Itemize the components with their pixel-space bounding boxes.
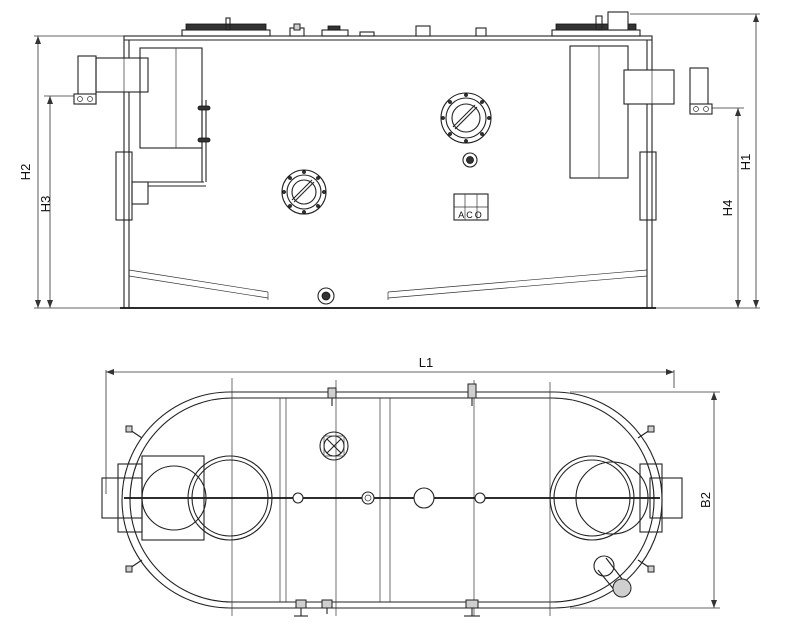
dimension-h4-label: H4 (720, 200, 735, 217)
vent-pipe-plan (593, 555, 632, 598)
small-port (462, 152, 478, 168)
drain-fitting (317, 287, 335, 305)
dimension-h2-label: H2 (18, 164, 33, 181)
outlet-pipe (569, 45, 675, 179)
aco-logo-text: ACO (458, 210, 484, 220)
axis-ports (292, 487, 486, 509)
structural-lines (231, 378, 551, 616)
edge-fittings-bottom (294, 599, 480, 617)
edge-fittings-top (322, 383, 482, 406)
side-lug-right (639, 151, 657, 221)
outlet-connection-plan (549, 455, 683, 541)
end-lugs (125, 425, 655, 573)
tank-body (123, 35, 653, 309)
dimension-l1: L1 (105, 355, 675, 494)
connector-box-right (689, 67, 713, 115)
dimension-h3: H3 (38, 95, 74, 308)
plan-view: L1 B2 (101, 355, 720, 617)
dimension-b2: B2 (570, 391, 720, 609)
side-elevation-view: ACO H2 H3 H1 (18, 11, 760, 309)
dimension-h1-label: H1 (738, 154, 753, 171)
dimension-h1: H1 (630, 13, 760, 309)
manhole-upper (440, 92, 492, 144)
dimension-h4: H4 (712, 107, 744, 308)
sloped-floor (128, 269, 648, 300)
inlet-connection-plan (101, 455, 273, 541)
dimension-h2: H2 (18, 35, 124, 309)
tank-outline-outer (121, 391, 663, 609)
aco-logo: ACO (453, 193, 489, 221)
manhole-lower (281, 169, 327, 215)
side-lug-left (115, 151, 133, 221)
tank-outline-inner (129, 397, 655, 603)
inlet-pipe (95, 47, 211, 205)
connector-box-left (73, 55, 97, 105)
dimension-b2-label: B2 (698, 492, 713, 508)
dimension-l1-label: L1 (419, 355, 433, 370)
top-fittings (225, 15, 603, 37)
manhole-cover-plan (319, 431, 349, 461)
dimension-h3-label: H3 (38, 196, 53, 213)
